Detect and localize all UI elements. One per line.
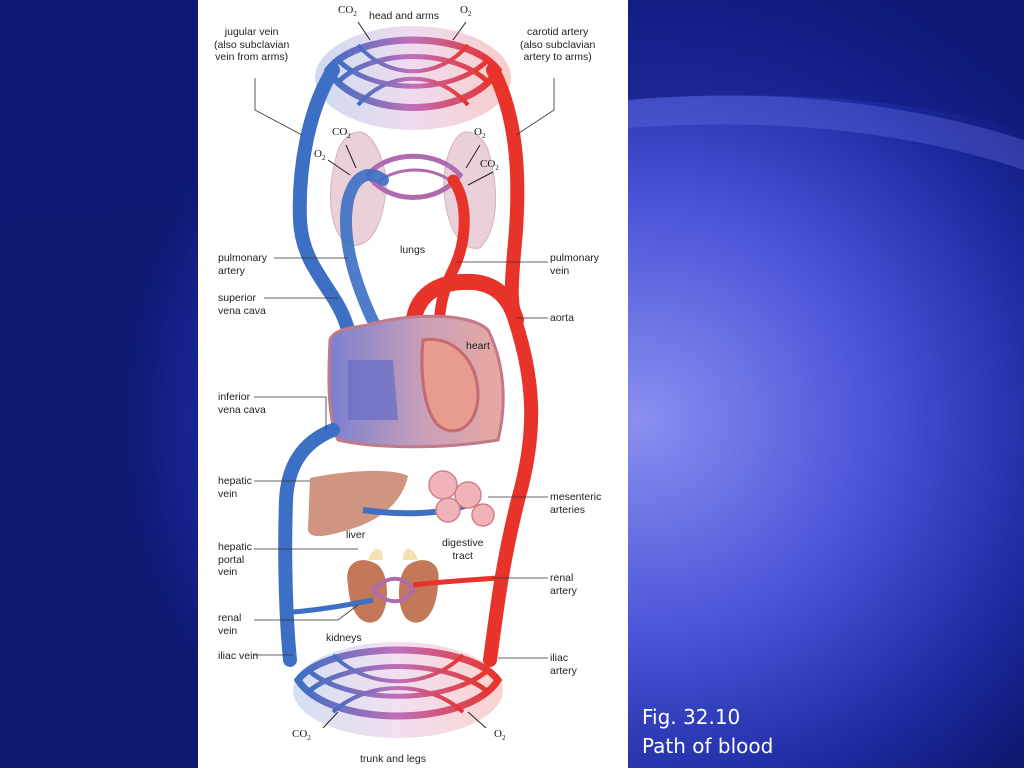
- gas-o2-lungs-left: O2: [314, 148, 326, 163]
- aortic-arch-path: [405, 273, 524, 338]
- caption-title: Path of blood: [642, 734, 774, 758]
- label-iliac-artery: iliac artery: [550, 652, 577, 677]
- renal-vein-path: [292, 597, 374, 615]
- label-jugular-vein: jugular vein (also subclavian vein from …: [214, 26, 290, 63]
- label-renal-artery: renal artery: [550, 572, 577, 597]
- label-lungs: lungs: [400, 244, 426, 256]
- label-heart: heart: [466, 340, 490, 352]
- label-pulmonary-vein: pulmonary vein: [550, 252, 600, 277]
- label-pulmonary-artery: pulmonary artery: [218, 252, 268, 277]
- head-capillary-bed: [315, 26, 511, 130]
- label-digestive-tract: digestive tract: [442, 537, 484, 562]
- gas-co2-trunk: CO2: [292, 728, 311, 743]
- label-liver: liver: [346, 529, 366, 541]
- inferior-vena-cava-path: [278, 423, 340, 667]
- label-iliac-vein: iliac vein: [218, 650, 259, 662]
- figure-caption: Fig. 32.10 Path of blood: [642, 703, 773, 761]
- gas-co2-lungs-left: CO2: [332, 126, 351, 141]
- gas-o2-lungs-right: O2: [474, 126, 486, 141]
- label-carotid-artery: carotid artery (also subclavian artery t…: [520, 26, 596, 63]
- trunk-capillary-bed: [293, 642, 503, 738]
- label-hepatic-vein: hepatic vein: [218, 475, 252, 500]
- gas-co2-lungs-right: CO2: [480, 158, 499, 173]
- label-aorta: aorta: [550, 312, 574, 324]
- kidneys-illustration: [347, 548, 439, 623]
- label-trunk-and-legs: trunk and legs: [360, 753, 426, 765]
- circulation-diagram: [254, 21, 555, 738]
- gas-co2-head: CO2: [338, 4, 357, 19]
- digestive-tract-illustration: [428, 470, 495, 527]
- gas-o2-trunk: O2: [494, 728, 506, 743]
- circulation-figure: head and arms jugular vein (also subclav…: [198, 0, 628, 768]
- label-mesenteric-arteries: mesenteric arteries: [550, 491, 602, 516]
- gas-exchange-arrows: [322, 21, 494, 729]
- label-inferior-vena-cava: inferior vena cava: [218, 391, 266, 416]
- renal-artery-path: [412, 575, 499, 588]
- heart-illustration: [327, 314, 505, 449]
- label-head-and-arms: head and arms: [369, 10, 440, 22]
- label-superior-vena-cava: superior vena cava: [218, 292, 266, 317]
- label-renal-vein: renal vein: [218, 612, 242, 637]
- gas-o2-head: O2: [460, 4, 472, 19]
- leader-lines: [254, 78, 555, 659]
- jugular-vein-path: [292, 63, 365, 387]
- caption-figure-number: Fig. 32.10: [642, 705, 741, 729]
- liver-illustration: [308, 470, 408, 537]
- label-kidneys: kidneys: [326, 632, 362, 644]
- carotid-aorta-path: [483, 63, 539, 667]
- label-hepatic-portal-vein: hepatic portal vein: [218, 541, 252, 578]
